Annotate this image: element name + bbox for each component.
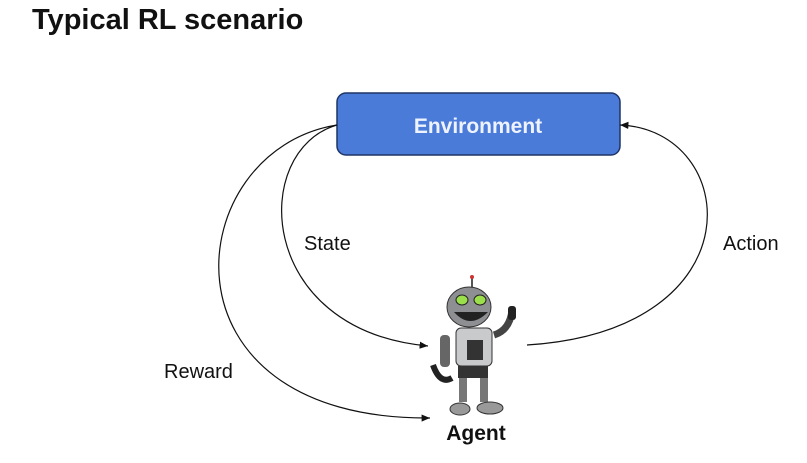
robot-agent-icon: [430, 275, 516, 416]
environment-label: Environment: [414, 115, 542, 138]
state-label: State: [304, 233, 351, 255]
slide-title: Typical RL scenario: [32, 4, 304, 36]
action-label: Action: [723, 233, 779, 255]
reward-arrow: [218, 124, 431, 422]
reward-label: Reward: [164, 361, 233, 383]
environment-node: Environment: [336, 92, 621, 156]
state-arrow: [281, 124, 429, 349]
action-arrow: [526, 121, 708, 346]
agent-label: Agent: [446, 422, 506, 445]
